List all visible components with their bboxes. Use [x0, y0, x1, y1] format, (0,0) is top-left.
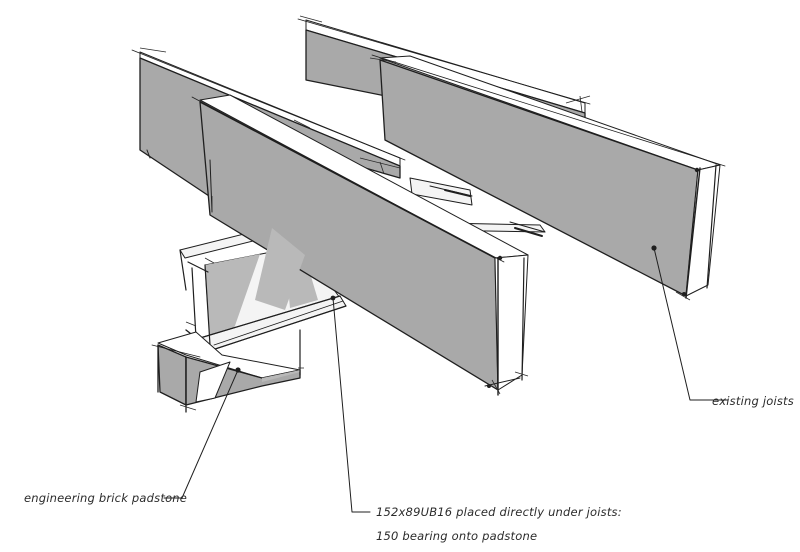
- padstone-label: engineering brick padstone: [24, 491, 188, 505]
- joist-front-left: [191, 94, 529, 396]
- beam-label-line1: 152x89UB16 placed directly under joists:: [376, 505, 622, 519]
- joist-front-right: [371, 54, 726, 299]
- existing-joists-label: existing joists: [712, 394, 794, 408]
- leader-lines: [163, 245, 729, 513]
- padstone: [151, 329, 301, 413]
- beam-label-line2: 150 bearing onto padstone: [376, 529, 538, 543]
- construction-lines: [139, 15, 691, 411]
